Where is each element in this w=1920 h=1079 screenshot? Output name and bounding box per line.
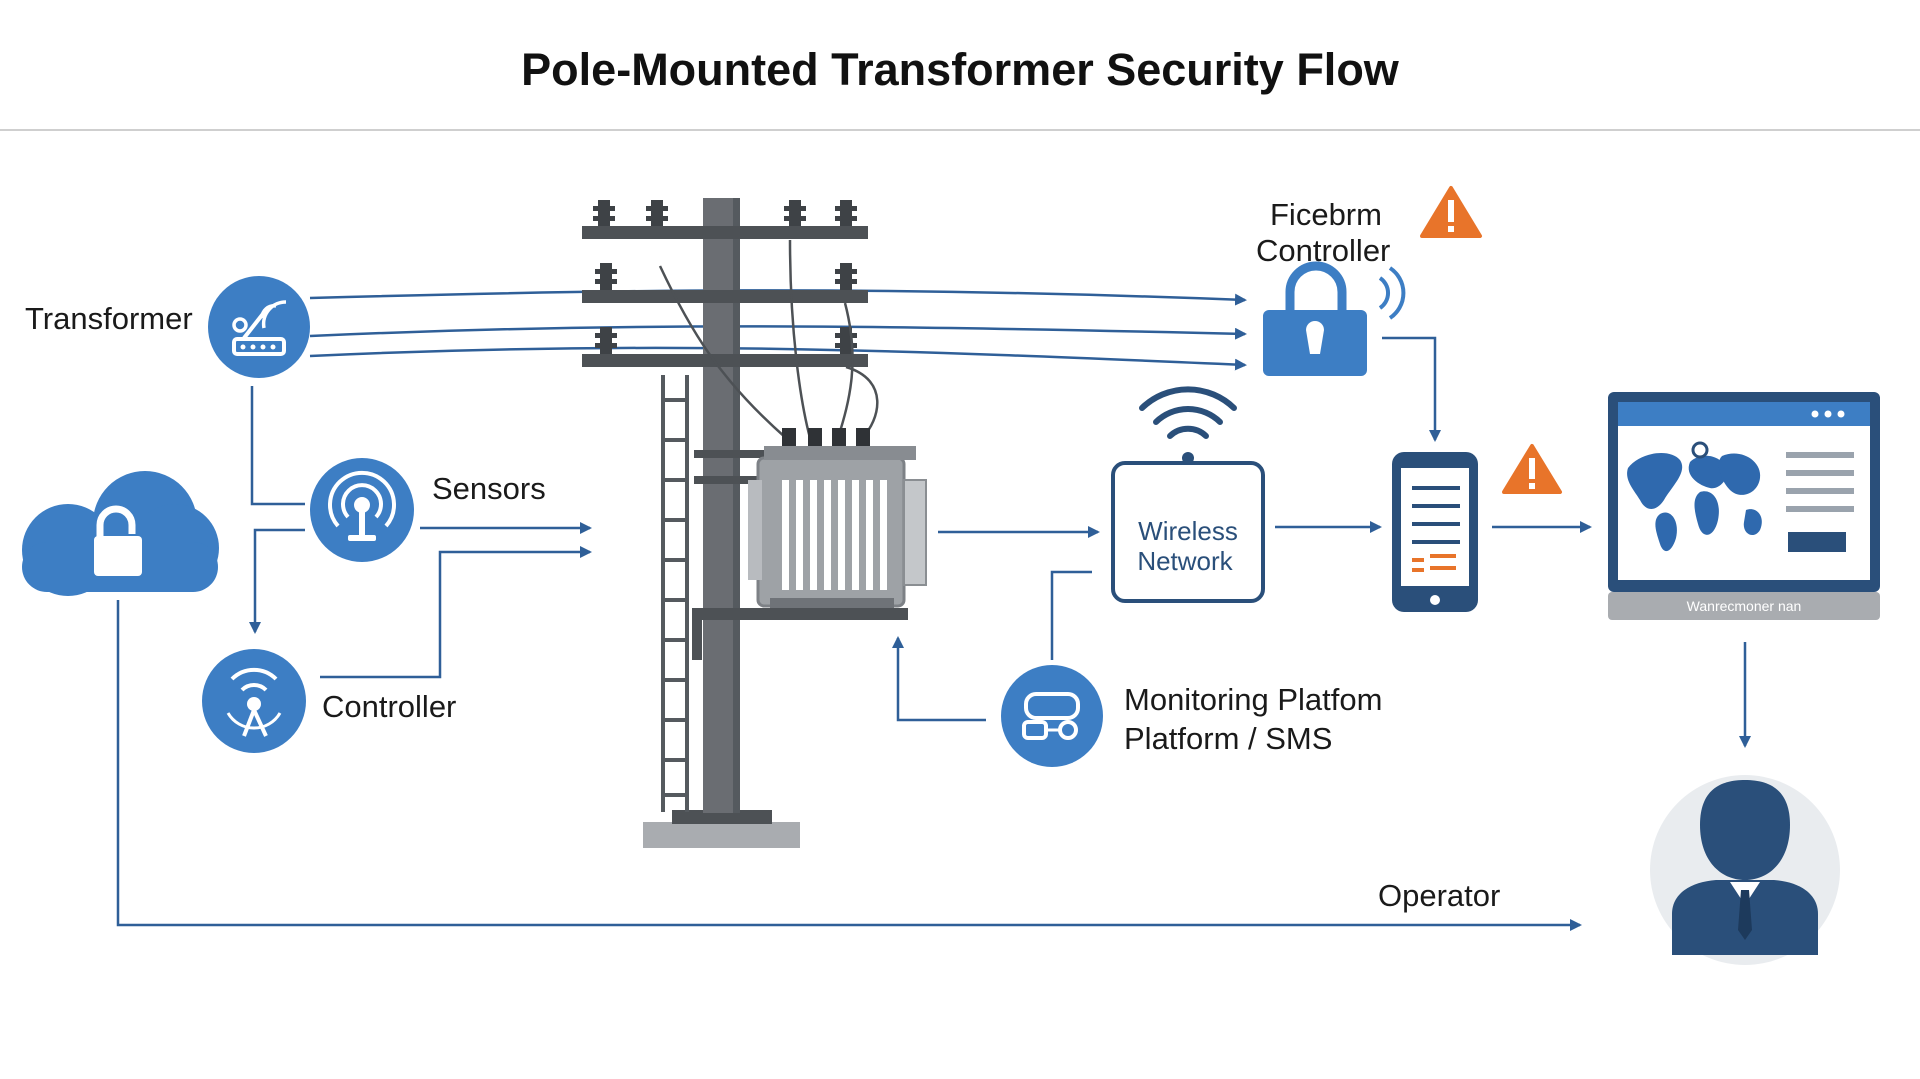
connector-platform-to-transformer [892,636,986,722]
pole-insulators [593,200,857,354]
transformer-unit [748,428,927,608]
firebrm-controller-label-line1: Ficebrm [1270,197,1382,232]
connector-platform-to-wireless [1050,570,1092,660]
connector-router-to-lock-2 [309,325,1247,340]
connector-router-down [250,386,305,506]
diagram-title: Pole-Mounted Transformer Security Flow [521,44,1399,95]
warning-icon [1420,186,1482,238]
warning-icon-2 [1502,444,1562,494]
operator-label: Operator [1378,878,1501,913]
utility-pole [582,198,908,848]
firebrm-controller-label-line2: Controller [1256,233,1391,268]
world-map-shape [1627,453,1762,552]
monitor-map-icon: Wanrecmoner nan [1608,392,1880,620]
padlock-icon [1263,261,1406,376]
connectors [116,289,1751,931]
header-divider [0,129,1920,131]
router-icon [208,276,310,378]
connector-branch-to-controller [249,528,305,634]
platform-sms-icon [1001,665,1103,767]
connector-controller-to-pole [320,546,592,679]
wireless-label-line1: Wireless [1138,516,1238,546]
monitor-caption: Wanrecmoner nan [1687,598,1802,614]
pole-ladder [661,375,689,812]
connector-lock-to-phone [1382,336,1441,442]
connector-cloud-to-operator [116,600,1582,931]
phone-icon [1392,452,1478,612]
wifi-icon [1139,386,1237,439]
connector-router-to-lock-3 [309,346,1247,371]
controller-icon [202,649,306,753]
monitoring-platform-label-line2: Platform / SMS [1124,721,1333,756]
sensor-icon [310,458,414,562]
operator-avatar-icon [1650,775,1840,965]
cloud-lock-icon [22,471,219,596]
transformer-label: Transformer [25,301,193,336]
wireless-network-node [1111,452,1265,603]
wireless-label-line2: Network [1137,546,1233,576]
monitoring-platform-label-line1: Monitoring Platfom [1124,682,1383,717]
controller-label: Controller [322,689,457,724]
sensors-label: Sensors [432,471,546,506]
